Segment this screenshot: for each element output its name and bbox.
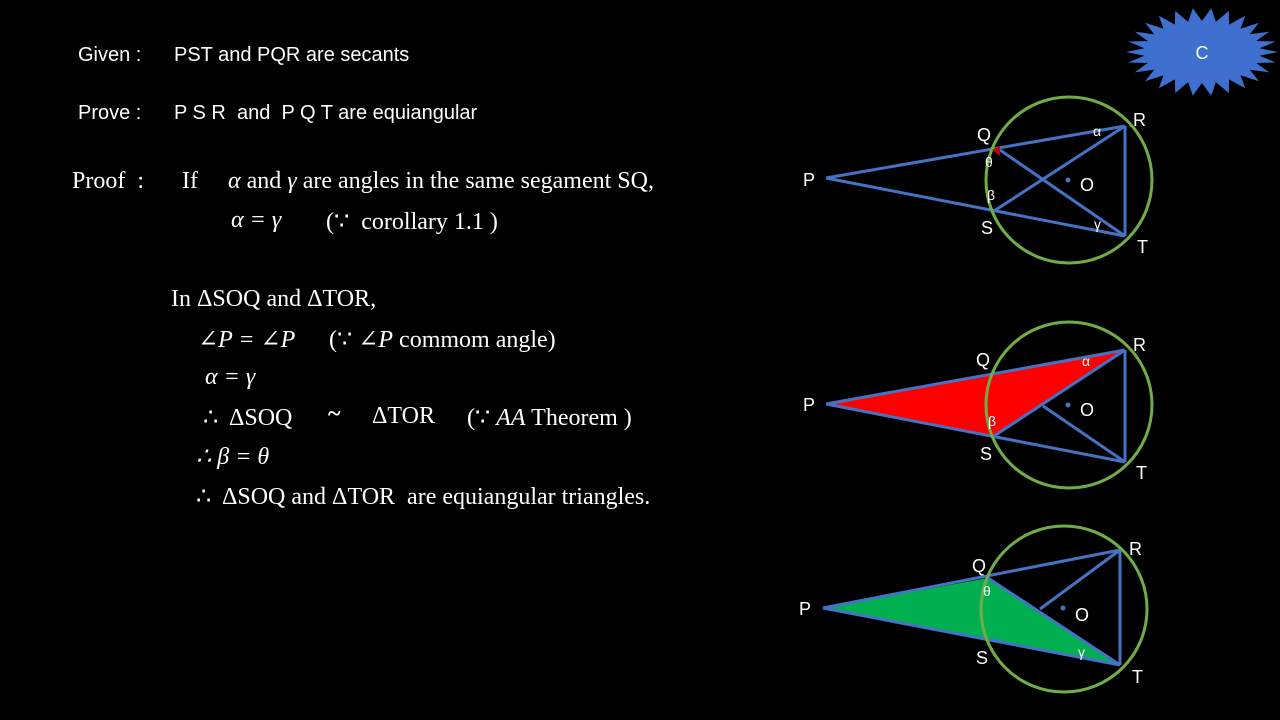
center-dot <box>1060 605 1066 611</box>
circle <box>979 524 1149 694</box>
alpha-label: α <box>1093 123 1101 139</box>
label-o: O <box>1075 605 1089 625</box>
proof-line-3: In ΔSOQ and ΔTOR, <box>171 286 377 312</box>
label-q: Q <box>977 125 991 145</box>
proof-line-4-eq: ∠P = ∠P <box>198 327 296 353</box>
proof-label: Proof : <box>72 168 144 194</box>
proof-line-6-reason: (∵ AA Theorem ) <box>467 403 632 432</box>
triangle-pqt-fill <box>823 578 1120 665</box>
proof-line-5: α = γ <box>205 364 256 390</box>
prove-text: P S R and P Q T are equiangular <box>174 102 478 124</box>
label-t: T <box>1132 667 1143 687</box>
proof-line-7: ∴ β = θ <box>196 444 270 470</box>
gamma-label: γ <box>1078 644 1085 660</box>
and-text: and <box>246 168 282 194</box>
secant-pst <box>825 176 1126 238</box>
label-o: O <box>1080 175 1094 195</box>
proof-line-2-reason: (∵ corollary 1.1 ) <box>326 209 498 235</box>
circle <box>984 320 1154 490</box>
because-text-2: (∵ <box>467 405 491 431</box>
label-r: R <box>1133 110 1146 130</box>
line-qt-part <box>1042 404 1126 464</box>
because-text: (∵ <box>329 327 353 353</box>
label-p: P <box>799 599 811 619</box>
secant-pqr <box>822 548 1121 610</box>
triangle-psr-fill <box>826 350 1125 436</box>
given-label: Given : <box>78 44 142 66</box>
alpha-symbol: α <box>227 168 241 194</box>
secant-pqr <box>825 348 1126 406</box>
theta-mark <box>992 146 1000 156</box>
secant-pst <box>822 606 1121 667</box>
label-p: P <box>803 395 815 415</box>
beta-label: β <box>987 187 995 203</box>
proof-line-1: If α and γ are angles in the same segame… <box>182 168 654 195</box>
secant-pst <box>825 402 1126 464</box>
starburst-badge: C <box>1126 8 1278 96</box>
label-r: R <box>1133 335 1146 355</box>
proof-line-8: ∴ ΔSOQ and ΔTOR are equiangular triangle… <box>196 484 651 510</box>
label-s: S <box>980 444 992 464</box>
proof-line-4-reason: (∵ ∠P commom angle) <box>329 325 556 354</box>
proof-line-6-therefore: ∴ ΔSOQ <box>203 405 293 431</box>
prove-label: Prove : <box>78 102 142 124</box>
if-text: If <box>182 168 198 194</box>
center-dot <box>1065 402 1071 408</box>
label-q: Q <box>976 350 990 370</box>
beta-label: β <box>988 413 996 429</box>
alpha-label: α <box>1082 353 1090 369</box>
label-t: T <box>1136 463 1147 483</box>
badge-label: C <box>1196 43 1209 63</box>
similar-symbol: ~ <box>328 401 341 427</box>
center-dot <box>1065 177 1071 183</box>
label-r: R <box>1129 539 1142 559</box>
theta-label: θ <box>983 583 991 599</box>
proof-line-6-tor: ΔTOR <box>372 403 435 429</box>
label-o: O <box>1080 400 1094 420</box>
line-sr <box>993 124 1126 213</box>
line-sr-part <box>1039 548 1121 611</box>
diagram-3: P Q R S T O θ γ <box>799 524 1149 694</box>
gamma-symbol: γ <box>287 168 297 194</box>
proof-line-2-eq: α = γ <box>231 207 282 233</box>
theorem-text: Theorem ) <box>531 405 632 431</box>
aa-text: AA <box>496 405 526 431</box>
starburst-shape <box>1126 8 1278 96</box>
diagram-2: P Q R S T O α β <box>803 320 1154 490</box>
same-segment-text: are angles in the same segament SQ, <box>302 168 654 194</box>
secant-pqr <box>825 124 1126 180</box>
line-qt <box>999 148 1126 238</box>
label-s: S <box>976 648 988 668</box>
theta-label: θ <box>985 154 993 170</box>
line-qt <box>987 576 1121 667</box>
angle-p-text: ∠P <box>358 327 394 353</box>
circle <box>984 95 1154 265</box>
gamma-label: γ <box>1094 216 1101 232</box>
label-q: Q <box>972 556 986 576</box>
line-sr <box>993 348 1126 438</box>
label-s: S <box>981 218 993 238</box>
given-text: PST and PQR are secants <box>174 44 410 66</box>
label-p: P <box>803 170 815 190</box>
label-t: T <box>1137 237 1148 257</box>
common-angle-text: commom angle) <box>399 327 556 353</box>
diagram-1: P Q R S T O α β θ γ <box>803 95 1154 265</box>
